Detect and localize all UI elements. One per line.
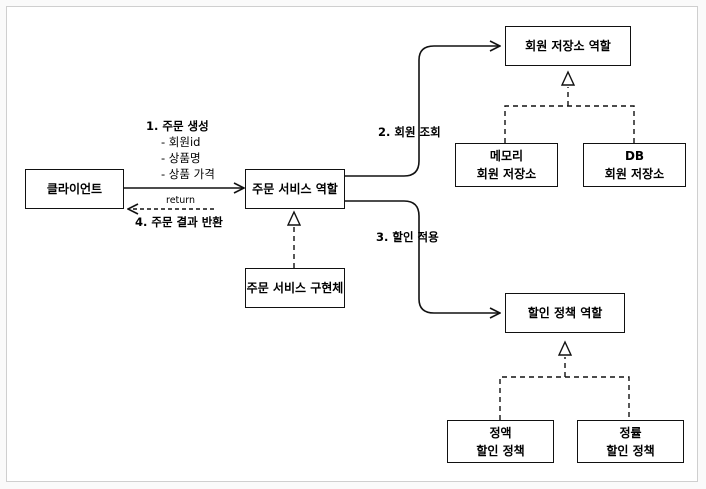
order-service-role-label: 주문 서비스 역할 (252, 182, 338, 196)
apply-discount-label: 3. 할인 적용 (376, 230, 439, 244)
member-repo-realization-head (560, 70, 576, 86)
fixed-discount-line2: 할인 정책 (476, 443, 525, 458)
member-repo-role-label: 회원 저장소 역할 (525, 39, 611, 53)
apply-discount-arrow (345, 200, 500, 313)
memory-repo-line1: 메모리 (489, 149, 524, 163)
order-result-label: 4. 주문 결과 반환 (135, 215, 223, 229)
db-repo-box[interactable]: DB 회원 저장소 (583, 143, 686, 187)
discount-realization-head (557, 340, 573, 356)
member-repo-role-box[interactable]: 회원 저장소 역할 (505, 26, 631, 66)
member-lookup-arrow (345, 46, 500, 177)
rate-discount-line1: 정률 (619, 425, 642, 440)
create-order-param-member-id: - 회원id (161, 135, 201, 149)
create-order-label: 1. 주문 생성 (146, 119, 209, 133)
fixed-discount-box[interactable]: 정액 할인 정책 (447, 420, 554, 463)
memory-repo-line2: 회원 저장소 (476, 167, 537, 181)
order-service-impl-box[interactable]: 주문 서비스 구현체 (245, 268, 345, 308)
discount-policy-role-label: 할인 정책 역할 (527, 306, 603, 320)
return-label: return (166, 195, 196, 206)
diagram-canvas (6, 6, 698, 482)
client-box[interactable]: 클라이언트 (25, 169, 124, 209)
order-service-impl-label: 주문 서비스 구현체 (246, 281, 344, 295)
member-repo-realization-lines (504, 87, 635, 143)
fixed-discount-line1: 정액 (489, 425, 512, 440)
db-repo-line1: DB (624, 149, 645, 163)
create-order-param-item-price: - 상품 가격 (161, 167, 215, 181)
rate-discount-box[interactable]: 정률 할인 정책 (577, 420, 684, 463)
discount-policy-role-box[interactable]: 할인 정책 역할 (505, 293, 625, 333)
member-lookup-label: 2. 회원 조회 (378, 125, 441, 139)
memory-repo-box[interactable]: 메모리 회원 저장소 (455, 143, 558, 187)
order-service-role-box[interactable]: 주문 서비스 역할 (245, 169, 345, 209)
discount-realization-lines (499, 357, 630, 420)
create-order-param-item-name: - 상품명 (161, 151, 201, 165)
rate-discount-line2: 할인 정책 (606, 443, 655, 458)
client-label: 클라이언트 (46, 182, 103, 196)
order-impl-realization-head (286, 210, 302, 226)
db-repo-line2: 회원 저장소 (604, 167, 665, 181)
